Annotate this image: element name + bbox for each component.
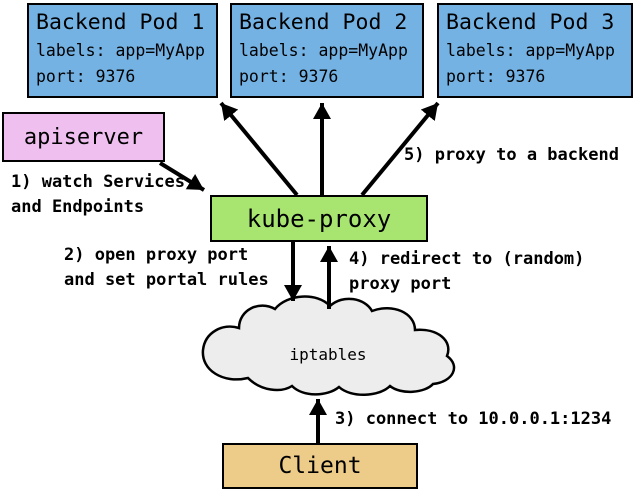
arrow-kube-proxy-to-pod-1 [219,101,299,197]
step-4-line-1: 4) redirect to (random) [349,249,585,269]
step-3-annotation: 3) connect to 10.0.0.1:1234 [335,407,611,432]
step-4-line-2: proxy port [349,274,452,294]
step-4-annotation: 4) redirect to (random) proxy port [349,247,584,297]
step-3-line-1: 3) connect to 10.0.0.1:1234 [335,409,612,429]
backend-pod-3-box: Backend Pod 3 labels: app=MyApp port: 93… [437,3,633,98]
kube-proxy-box: kube-proxy [210,195,428,242]
pod-labels-line: labels: app=MyApp [36,41,205,60]
pod-labels-line: labels: app=MyApp [239,41,408,60]
iptables-label: iptables [289,344,367,364]
backend-pod-2-box: Backend Pod 2 labels: app=MyApp port: 93… [230,3,424,98]
iptables-cloud: iptables [193,295,463,396]
step-1-line-1: 1) watch Services [11,172,185,192]
cloud-shape [201,295,456,396]
client-label: Client [278,453,362,479]
step-5-line-1: 5) proxy to a backend [404,145,619,165]
pod-title: Backend Pod 3 [446,10,615,35]
step-5-annotation: 5) proxy to a backend [404,143,619,168]
step-1-annotation: 1) watch Services and Endpoints [11,170,185,220]
pod-port-line: port: 9376 [446,67,546,86]
step-2-line-2: and set portal rules [64,270,269,290]
pod-title: Backend Pod 1 [36,10,205,35]
apiserver-label: apiserver [23,124,144,150]
step-2-line-1: 2) open proxy port [64,245,249,265]
backend-pod-1-box: Backend Pod 1 labels: app=MyApp port: 93… [27,3,218,98]
step-1-line-2: and Endpoints [11,197,145,217]
pod-labels-line: labels: app=MyApp [446,41,615,60]
apiserver-box: apiserver [2,112,165,162]
pod-port-line: port: 9376 [36,67,136,86]
pod-port-line: port: 9376 [239,67,339,86]
client-box: Client [222,443,418,489]
cloud-outline [201,295,456,396]
pod-title: Backend Pod 2 [239,10,408,35]
step-2-annotation: 2) open proxy port and set portal rules [64,243,269,293]
kube-proxy-label: kube-proxy [246,204,392,233]
